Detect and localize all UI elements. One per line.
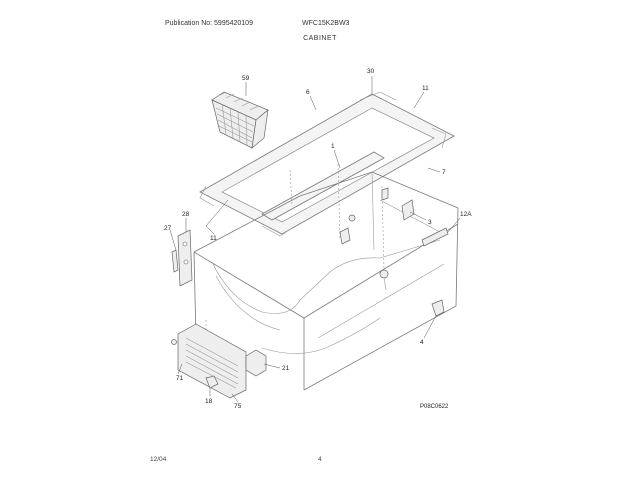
bracket-part xyxy=(381,187,415,221)
nameplate-part xyxy=(421,227,449,247)
callout-18: 18 xyxy=(205,398,213,405)
callout-30: 30 xyxy=(367,68,375,75)
callout-71: 71 xyxy=(176,375,184,382)
callout-4: 4 xyxy=(420,339,424,346)
callout-27: 27 xyxy=(164,225,172,232)
callout-11-left: 11 xyxy=(210,235,217,242)
thermostat-knob-part xyxy=(339,214,356,245)
drain-part xyxy=(379,269,389,291)
switch-part xyxy=(245,349,267,377)
callout-3: 3 xyxy=(428,219,432,226)
foot-part xyxy=(431,299,445,317)
hinge-part xyxy=(171,229,193,287)
publication-number: Publication No: 5995420109 xyxy=(165,20,253,27)
diagram-code: P08C0622 xyxy=(420,404,449,410)
callout-12a: 12A xyxy=(460,211,472,218)
leader-lines xyxy=(169,76,461,403)
callout-7: 7 xyxy=(442,169,446,176)
page-number: 4 xyxy=(318,456,322,463)
callout-28: 28 xyxy=(182,211,190,218)
callout-75: 75 xyxy=(234,403,242,410)
callout-59: 59 xyxy=(242,75,250,82)
lid-gasket-frame xyxy=(199,91,455,237)
callout-1: 1 xyxy=(331,143,335,150)
basket-part xyxy=(211,91,269,149)
clip-part xyxy=(205,375,219,389)
footer-date: 12/04 xyxy=(150,456,167,463)
model-number: WFC15K2BW3 xyxy=(302,20,350,27)
grille-part xyxy=(171,323,247,399)
callout-11-top: 11 xyxy=(422,85,429,92)
callout-21: 21 xyxy=(282,365,290,372)
callout-6: 6 xyxy=(306,89,310,96)
page-title: CABINET xyxy=(303,35,337,42)
